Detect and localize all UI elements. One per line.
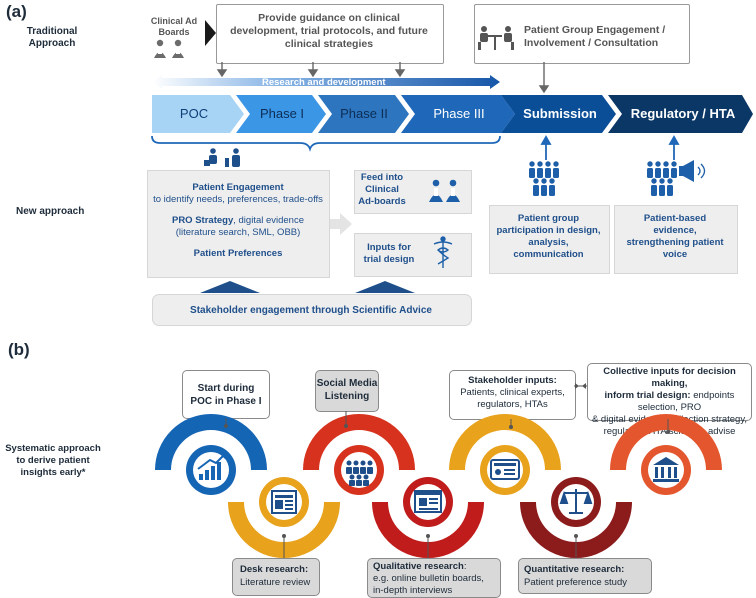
collective-inputs-text: Collective inputs for decision making, i… xyxy=(591,366,748,437)
megaphone-icon xyxy=(679,160,706,182)
patient-group-text: Patient Group Engagement / Involvement /… xyxy=(524,24,666,49)
patient-based-evidence-box xyxy=(614,205,738,274)
inputs-trial-text: Inputs for trial design xyxy=(363,242,415,265)
desk-research-text: Desk research: Literature review xyxy=(240,564,311,588)
desk-research-box xyxy=(232,558,320,596)
phase-poc: POC xyxy=(179,106,209,121)
guidance-box xyxy=(216,4,444,64)
crowd-icon xyxy=(647,161,677,196)
collective-inputs-box xyxy=(587,363,752,421)
pointer-triangle xyxy=(205,20,216,46)
up-arrows xyxy=(540,135,680,160)
fade-arrow xyxy=(330,213,352,235)
systematic-approach-label: Systematic approach to derive patient in… xyxy=(5,443,101,478)
patient-group-participation-box xyxy=(489,205,610,274)
feed-into-text: Feed into Clinical Ad-boards xyxy=(358,172,406,207)
panel-a-label: (a) xyxy=(6,2,27,21)
patient-engagement-text: Patient Engagement to identify needs, pr… xyxy=(153,182,323,259)
government-building-icon xyxy=(653,457,679,482)
stakeholder-triangle xyxy=(355,281,415,293)
crowd-icon xyxy=(346,460,373,486)
stakeholder-triangle xyxy=(200,281,260,293)
qualitative-research-text: Qualitative research: e.g. online bullet… xyxy=(373,561,484,596)
newspaper-icon xyxy=(271,490,297,514)
phase-2: Phase II xyxy=(340,106,388,121)
scales-icon xyxy=(559,489,593,514)
stakeholder-inputs-text: Stakeholder inputs: Patients, clinical e… xyxy=(460,375,565,410)
guidance-text: Provide guidance on clinical development… xyxy=(230,12,428,50)
growth-chart-icon xyxy=(197,453,226,480)
quantitative-research-box xyxy=(518,558,652,594)
inputs-trial-box xyxy=(354,233,472,277)
traditional-approach-label: Traditional Approach xyxy=(26,26,78,49)
insight-arcs xyxy=(155,414,722,558)
patient-based-evidence-text: Patient-based evidence, strengthening pa… xyxy=(626,213,724,260)
phase-1: Phase I xyxy=(259,106,305,121)
phases-brace xyxy=(151,135,501,152)
start-during-box xyxy=(182,370,270,419)
browser-icon xyxy=(414,490,442,513)
clinical-ad-boards-label: Clinical Ad Boards xyxy=(150,16,198,37)
stakeholder-bar-text: Stakeholder engagement through Scientifi… xyxy=(190,305,432,316)
new-approach-label: New approach xyxy=(16,206,85,217)
quantitative-research-text: Quantitative research: Patient preferenc… xyxy=(524,564,627,588)
sml-box xyxy=(315,370,379,412)
start-during-text: Start during POC in Phase I xyxy=(190,383,262,407)
insight-circles xyxy=(186,445,691,527)
patient-group-participation-text: Patient group participation in design, a… xyxy=(496,213,601,260)
phase-submission: Submission xyxy=(523,106,597,121)
sml-text: Social Media Listening xyxy=(316,378,378,402)
stakeholder-inputs-box xyxy=(449,370,576,420)
crowd-icon xyxy=(529,161,559,196)
phase-regulatory: Regulatory / HTA xyxy=(630,106,736,121)
phase-3: Phase III xyxy=(433,106,485,121)
rd-label: Research and development xyxy=(262,77,386,88)
doctor-patient-icon xyxy=(204,148,240,167)
stakeholder-bar xyxy=(152,294,472,326)
id-card-icon xyxy=(490,459,520,480)
patient-engagement-box xyxy=(147,170,330,278)
doctors-icon xyxy=(154,39,184,58)
panel-b-label: (b) xyxy=(8,340,30,359)
